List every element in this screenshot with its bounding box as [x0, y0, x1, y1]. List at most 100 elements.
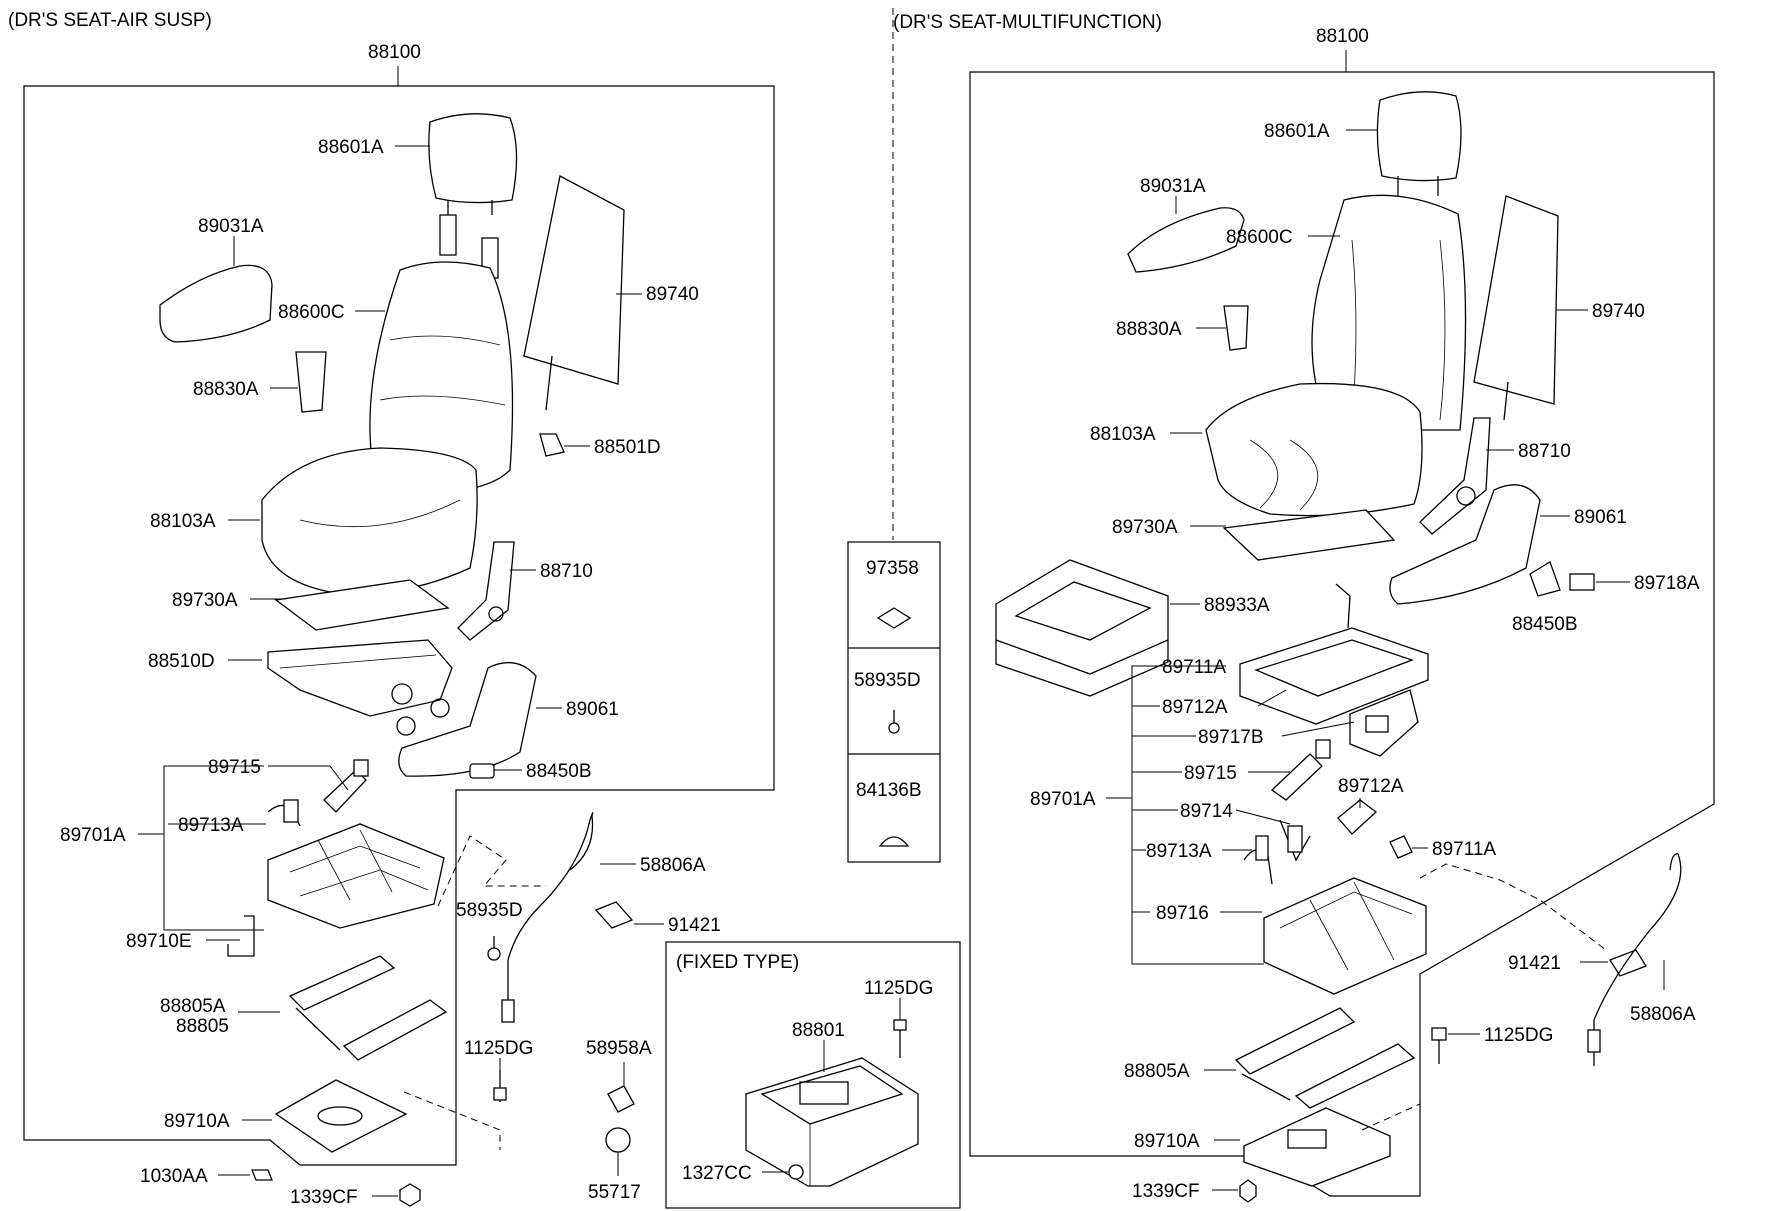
left-label-shield-cover: 88450B: [526, 761, 592, 782]
right-seat-cushion: [1205, 382, 1423, 517]
left-section-title: (DR'S SEAT-AIR SUSP): [8, 10, 212, 31]
left-base-plate: [274, 1079, 408, 1153]
left-label-cushion-pad: 89730A: [172, 590, 238, 611]
left-label-armrest: 89031A: [198, 216, 264, 237]
right-label-bolt: 1125DG: [1484, 1025, 1553, 1046]
right-bracket-tree: [1131, 665, 1264, 965]
left-label-shield: 89061: [566, 699, 619, 720]
right-label-damper: 89715: [1184, 763, 1237, 784]
right-headrest: [1376, 91, 1462, 196]
left-elbow: [607, 1085, 635, 1113]
left-cushion-frame: [267, 639, 453, 736]
right-seat-back: [1311, 194, 1467, 431]
right-label-harness: 89713A: [1146, 841, 1212, 862]
middle-item-1: 97358: [866, 558, 919, 579]
right-assembly-label: 88100: [1316, 26, 1369, 47]
left-label-cushion-frame: 88510D: [148, 651, 215, 672]
left-label-recliner: 88710: [540, 561, 593, 582]
right-harness: [1243, 835, 1273, 885]
right-buckle: [1223, 305, 1249, 351]
right-base: [1263, 877, 1427, 995]
right-label-back-frame: 88600C: [1226, 227, 1293, 248]
right-label-pad: 91421: [1508, 953, 1561, 974]
left-dashed-guide-b: [403, 1091, 501, 1150]
left-buckle: [295, 351, 327, 413]
left-recliner: [457, 541, 515, 641]
left-label-harness: 89713A: [178, 815, 244, 836]
right-label-frame-b: 89712A: [1162, 697, 1228, 718]
middle-item-3-icon: [878, 836, 910, 847]
right-label-tray: 88933A: [1204, 595, 1270, 616]
left-label-knob: 88501D: [594, 437, 661, 458]
fixed-type-label-nut: 1327CC: [682, 1163, 752, 1184]
fixed-type-bolt: [893, 1019, 907, 1058]
left-label-cap: 55717: [588, 1182, 641, 1203]
right-armrest: [1127, 207, 1245, 273]
right-label-cushion-pad: 89730A: [1112, 517, 1178, 538]
right-label-motor: 89717B: [1198, 727, 1264, 748]
left-label-clip-a: 58935D: [456, 900, 523, 921]
left-label-rail-a: 88805A: [160, 996, 226, 1017]
right-back-board: [1473, 195, 1559, 421]
left-harness: [267, 799, 301, 827]
right-rails: [1234, 1007, 1416, 1109]
right-label-buckle: 88830A: [1116, 319, 1182, 340]
right-knob: [1569, 573, 1595, 591]
left-damper: [323, 759, 369, 813]
left-assembly-label: 88100: [368, 42, 421, 63]
fixed-type-nut: [788, 1164, 804, 1180]
left-label-nut: 1339CF: [290, 1187, 358, 1208]
left-label-bracket-e: 89710E: [126, 931, 192, 952]
left-pad: [594, 901, 634, 929]
left-label-cable: 58806A: [640, 855, 706, 876]
right-label-nut: 1339CF: [1132, 1181, 1200, 1202]
middle-parts-box: [847, 541, 941, 863]
right-label-back-board: 89740: [1592, 301, 1645, 322]
left-knob: [539, 433, 565, 457]
left-dashed-guide-a: [437, 835, 546, 907]
left-label-bolt: 1125DG: [464, 1038, 533, 1059]
right-label-side-link: 89711A: [1432, 839, 1496, 860]
right-damper: [1270, 739, 1331, 801]
right-label-shield: 89061: [1574, 507, 1627, 528]
left-side-shield: [398, 661, 537, 777]
right-motor: [1349, 689, 1419, 757]
left-clip-b: [251, 1169, 273, 1181]
left-rails: [288, 955, 448, 1061]
left-susp-bracket-line: [163, 765, 264, 931]
fixed-type-title: (FIXED TYPE): [676, 952, 799, 973]
left-label-cushion: 88103A: [150, 511, 216, 532]
left-label-rail: 88805: [176, 1016, 229, 1037]
right-label-cushion: 88103A: [1090, 424, 1156, 445]
left-cushion-pad: [274, 579, 450, 631]
right-link: [1279, 819, 1311, 862]
right-cushion-pad: [1222, 509, 1396, 561]
right-cover: [1529, 561, 1561, 597]
right-recliner: [1419, 417, 1491, 535]
left-suspension-base: [267, 823, 445, 929]
left-label-elbow: 58958A: [586, 1038, 652, 1059]
left-label-base-plate: 89710A: [164, 1111, 230, 1132]
right-suspension-frame: [1239, 583, 1429, 725]
left-back-board: [523, 175, 625, 411]
right-label-recliner: 88710: [1518, 441, 1571, 462]
right-assembly-frame: [969, 50, 1715, 1197]
right-label-frame-a: 89711A: [1162, 657, 1226, 678]
left-bolt: [493, 1070, 507, 1102]
right-base-plate: [1243, 1107, 1391, 1187]
right-label-side-bracket: 89712A: [1338, 776, 1404, 797]
right-label-armrest: 89031A: [1140, 176, 1206, 197]
left-seat-back: [369, 261, 514, 493]
right-label-base-plate: 89710A: [1134, 1131, 1200, 1152]
right-tray: [995, 559, 1169, 697]
middle-item-2: 58935D: [854, 670, 921, 691]
middle-item-2-icon: [888, 710, 900, 734]
right-bolt: [1431, 1027, 1447, 1064]
left-label-back-board: 89740: [646, 284, 699, 305]
left-label-pad: 91421: [668, 915, 721, 936]
left-armrest: [159, 264, 273, 343]
right-dashed-guide-b: [1361, 1098, 1421, 1131]
left-label-damper: 89715: [208, 757, 261, 778]
left-nut: [399, 1183, 421, 1207]
